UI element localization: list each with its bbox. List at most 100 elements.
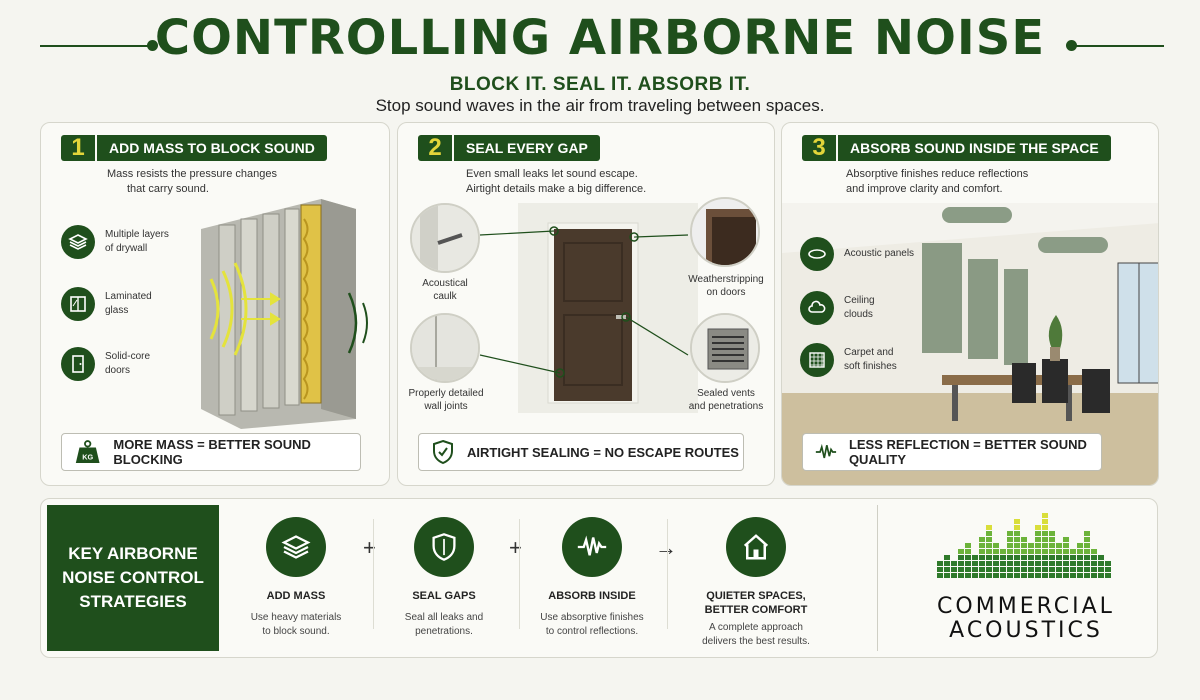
- logo-bar-segment: [1077, 555, 1083, 560]
- logo-bar-segment: [1049, 573, 1055, 578]
- shield-check-icon: [433, 439, 453, 465]
- logo-bar-segment: [986, 543, 992, 548]
- logo-bar-segment: [1007, 561, 1013, 566]
- waveform-icon: [815, 443, 837, 459]
- logo-bar-segment: [1098, 567, 1104, 572]
- footer-text: MORE MASS = BETTER SOUND BLOCKING: [113, 437, 311, 467]
- door-illustration: [518, 203, 698, 413]
- wall-joint-thumbnail: [410, 313, 480, 383]
- logo-bar-segment: [979, 549, 985, 554]
- panel-footer: LESS REFLECTION = BETTER SOUND QUALITY: [802, 433, 1102, 471]
- logo-bar-segment: [1014, 531, 1020, 536]
- logo-bar-segment: [979, 537, 985, 542]
- panel-description: Absorptive finishes reduce reflections a…: [846, 167, 1028, 197]
- logo-bar-segment: [1035, 537, 1041, 542]
- logo-bar-segment: [1105, 561, 1111, 566]
- feature-acoustic-panels: Acoustic panels: [800, 237, 914, 271]
- panel-label: ADD MASS TO BLOCK SOUND: [97, 135, 327, 161]
- cloud-icon: [800, 291, 834, 325]
- logo-bar-segment: [1049, 543, 1055, 548]
- logo-bar-segment: [1042, 561, 1048, 566]
- logo-bar-segment: [1021, 537, 1027, 542]
- door-icon: [61, 347, 95, 381]
- logo-bar-segment: [965, 543, 971, 548]
- logo-bar-segment: [1084, 561, 1090, 566]
- logo-bar-segment: [1014, 543, 1020, 548]
- logo-bar-segment: [1056, 555, 1062, 560]
- logo-bar-segment: [993, 573, 999, 578]
- logo-bar-segment: [965, 567, 971, 572]
- weight-icon: KG: [75, 440, 100, 463]
- description-line: Even small leaks let sound escape.: [466, 168, 638, 180]
- logo-bar-segment: [1014, 555, 1020, 560]
- logo-bar-segment: [1014, 573, 1020, 578]
- logo-bar-segment: [979, 567, 985, 572]
- wall-assembly-illustration: [201, 199, 356, 429]
- logo-bar-segment: [1000, 555, 1006, 560]
- panel-seal-gaps: 2 SEAL EVERY GAP Even small leaks let so…: [397, 122, 775, 486]
- logo-bar-segment: [1056, 561, 1062, 566]
- logo-bar-segment: [1000, 561, 1006, 566]
- panel-number: 1: [61, 134, 95, 161]
- logo-bar-segment: [1028, 555, 1034, 560]
- svg-text:KG: KG: [82, 452, 93, 461]
- logo-bar-segment: [1084, 573, 1090, 578]
- description-line: and improve clarity and comfort.: [846, 183, 1003, 195]
- logo-text-line2: ACOUSTICS: [949, 618, 1103, 643]
- logo-bar-segment: [986, 525, 992, 530]
- logo-bar-segment: [1056, 543, 1062, 548]
- logo-bar-segment: [1035, 549, 1041, 554]
- logo-bar-segment: [937, 573, 943, 578]
- panel-header: 1 ADD MASS TO BLOCK SOUND: [61, 134, 327, 161]
- logo-bar-segment: [1007, 543, 1013, 548]
- logo-bar-segment: [1028, 549, 1034, 554]
- logo-bar-segment: [1014, 549, 1020, 554]
- equalizer-logo-icon: [937, 513, 1111, 578]
- logo-bar-segment: [1007, 567, 1013, 572]
- panel-add-mass: 1 ADD MASS TO BLOCK SOUND Mass resists t…: [40, 122, 390, 486]
- logo-bar-segment: [1105, 567, 1111, 572]
- logo-bar-segment: [1063, 549, 1069, 554]
- logo-bar-segment: [986, 573, 992, 578]
- logo-bar-segment: [1021, 567, 1027, 572]
- logo-bar-segment: [1042, 513, 1048, 518]
- logo-bar-segment: [1077, 561, 1083, 566]
- logo-bar-segment: [986, 549, 992, 554]
- strategy-quieter-spaces: QUIETER SPACES,BETTER COMFORT A complete…: [681, 517, 831, 649]
- logo-bar-segment: [1091, 573, 1097, 578]
- logo-bar-segment: [972, 567, 978, 572]
- logo-bar-segment: [972, 561, 978, 566]
- logo-bar-segment: [965, 573, 971, 578]
- logo-bar-segment: [958, 573, 964, 578]
- logo-bar-segment: [1070, 561, 1076, 566]
- logo-bar-segment: [951, 567, 957, 572]
- logo-bar-segment: [993, 561, 999, 566]
- logo-bar-segment: [1077, 567, 1083, 572]
- logo-text-line1: COMMERCIAL: [937, 594, 1115, 619]
- layers-icon: [61, 225, 95, 259]
- waveform-icon: [562, 517, 622, 577]
- logo-bar-segment: [958, 561, 964, 566]
- key-strategies-section: KEY AIRBORNE NOISE CONTROL STRATEGIES AD…: [40, 498, 1158, 658]
- panel-header: 3 ABSORB SOUND INSIDE THE SPACE: [802, 134, 1111, 161]
- page-subtitle: BLOCK IT. SEAL IT. ABSORB IT.: [449, 74, 751, 95]
- logo-bar-segment: [1028, 543, 1034, 548]
- logo-bar-segment: [1098, 561, 1104, 566]
- logo-bar-segment: [1077, 573, 1083, 578]
- logo-bar-segment: [1014, 537, 1020, 542]
- window-icon: [61, 287, 95, 321]
